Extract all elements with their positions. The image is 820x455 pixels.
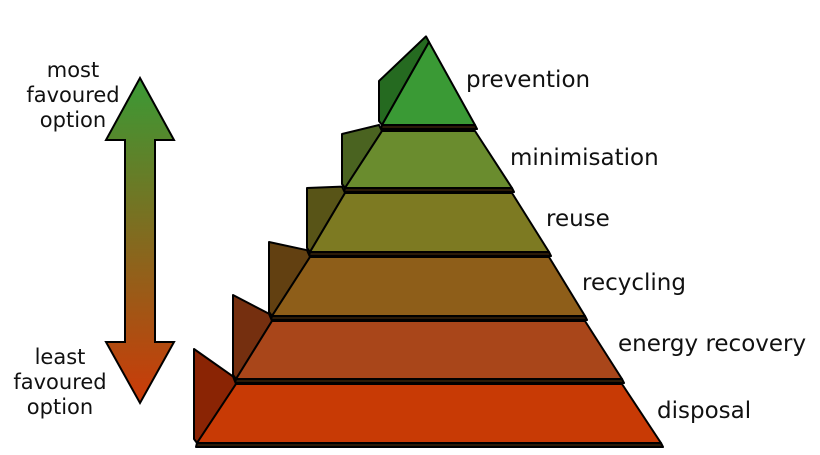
level-label-minimisation: minimisation — [510, 145, 659, 171]
least-favoured-line-1: least — [34, 345, 86, 369]
tier-ledge-energy-recovery — [234, 378, 625, 384]
level-label-prevention: prevention — [466, 67, 591, 93]
level-label-energy-recovery: energy recovery — [618, 331, 807, 357]
least-favoured-line-3: option — [26, 395, 94, 419]
tier-reuse — [309, 192, 550, 253]
level-label-recycling: recycling — [582, 270, 686, 296]
tier-ledge-reuse — [308, 251, 552, 257]
tier-recycling — [271, 256, 586, 317]
most-favoured-label: most favoured option — [8, 58, 138, 133]
tier-ledge-minimisation — [343, 187, 515, 193]
tier-energy-recovery — [235, 320, 623, 380]
most-favoured-line-3: option — [39, 108, 107, 132]
level-label-reuse: reuse — [546, 206, 610, 232]
level-label-disposal: disposal — [657, 398, 752, 424]
most-favoured-line-1: most — [46, 58, 100, 82]
least-favoured-line-2: favoured — [13, 370, 107, 394]
most-favoured-line-2: favoured — [26, 83, 120, 107]
preference-arrow — [104, 75, 176, 406]
least-favoured-label: least favoured option — [0, 345, 125, 420]
tier-ledge-disposal — [195, 442, 664, 448]
tier-disposal — [196, 383, 662, 444]
tier-ledge-prevention — [380, 124, 478, 130]
tier-ledge-recycling — [270, 315, 588, 321]
pyramid — [193, 35, 664, 448]
